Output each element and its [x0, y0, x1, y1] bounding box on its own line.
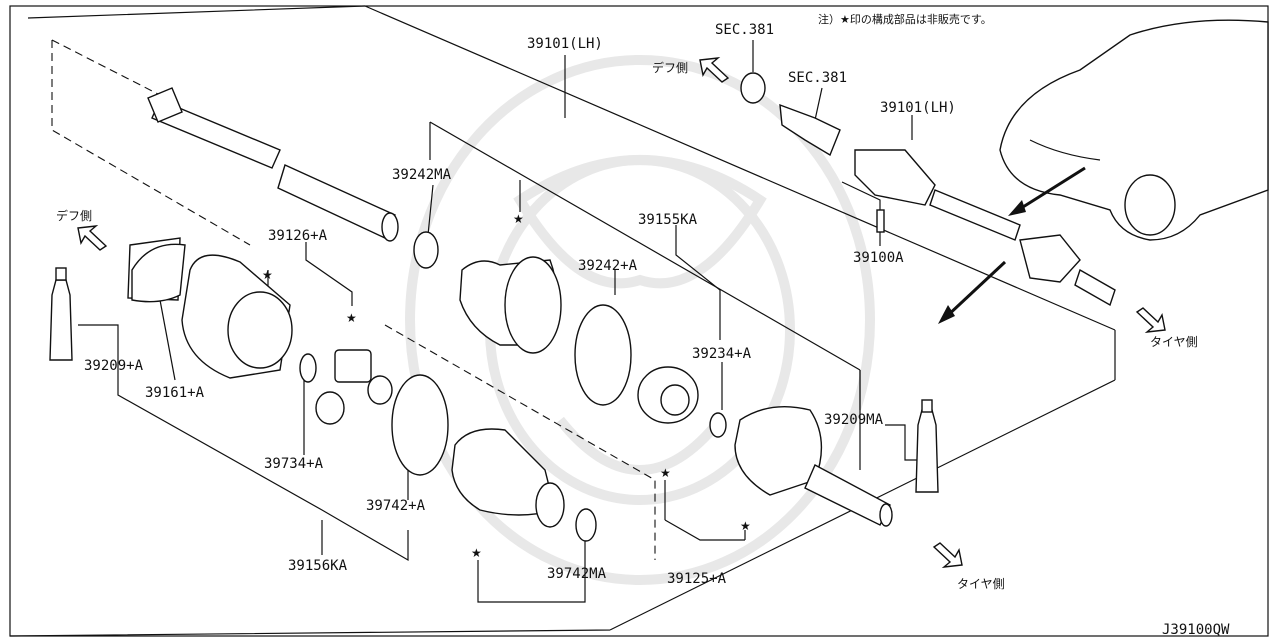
- grease-tube-39209a: [49, 267, 73, 361]
- arrow-tire-bottom: [932, 542, 963, 568]
- label-39734a: 39734+A: [264, 456, 324, 472]
- dashed-frame-mid: [384, 324, 656, 560]
- label-39156ka: 39156KA: [288, 558, 348, 574]
- diagram-frame: [9, 5, 1269, 637]
- circlip-39234a: [709, 412, 727, 438]
- leader-39742ma: [477, 530, 586, 603]
- label-tire-right: タイヤ側: [1150, 335, 1198, 349]
- band-39242a: [574, 304, 632, 406]
- inner-race: [637, 366, 699, 424]
- band-39742a: [391, 374, 449, 476]
- label-39242ma: 39242MA: [392, 167, 452, 183]
- label-39126a: 39126+A: [268, 228, 328, 244]
- grease-tube-39209ma: [915, 399, 939, 493]
- tripod-joint: [315, 349, 393, 425]
- label-39101-inset: 39101(LH): [880, 100, 956, 116]
- snap-ring-39734: [299, 353, 317, 383]
- dust-cover-plate: [131, 243, 186, 303]
- boot-outer: [451, 428, 565, 528]
- leader-39126a: [305, 242, 353, 306]
- label-39742a: 39742+A: [366, 498, 426, 514]
- dashed-frame-top: [51, 40, 251, 246]
- star-marker-39125: ★: [740, 519, 751, 533]
- band-39242ma: [413, 231, 439, 269]
- label-39161a: 39161+A: [145, 385, 205, 401]
- label-diff-left: デフ側: [56, 208, 92, 223]
- label-39209ma: 39209MA: [824, 412, 884, 428]
- star-marker-tripod: ★: [346, 311, 357, 325]
- leader-sec381-b: [814, 87, 823, 121]
- outer-joint: [734, 405, 893, 527]
- note-text: 注）★印の構成部品は非販売です。: [818, 12, 992, 26]
- leader-39242ma: [427, 184, 434, 236]
- dashed-frame-top2: [51, 39, 161, 96]
- car-illustration: [999, 19, 1269, 241]
- label-39100a: 39100A: [853, 250, 904, 266]
- inset-axle-assembly: [740, 72, 1116, 307]
- label-39101-main: 39101(LH): [527, 36, 603, 52]
- bracket-39125: [664, 519, 745, 541]
- star-marker-boot: ★: [513, 212, 524, 226]
- diagram-code: J39100QW: [1162, 622, 1230, 638]
- pointer-arrow-car-head: [1008, 200, 1026, 216]
- label-39155ka: 39155KA: [638, 212, 698, 228]
- leader-39161a: [159, 299, 176, 381]
- label-39742ma: 39742MA: [547, 566, 607, 582]
- label-39125a: 39125+A: [667, 571, 727, 587]
- label-diff-top: デフ側: [652, 60, 688, 75]
- band-39742ma: [575, 508, 597, 542]
- assembly-frame-39101: [9, 5, 1116, 637]
- label-39234a: 39234+A: [692, 346, 752, 362]
- star-marker-39126: ★: [262, 268, 273, 282]
- label-sec381-b: SEC.381: [788, 70, 847, 86]
- arrow-tire-right: [1135, 307, 1166, 333]
- label-39209a: 39209+A: [84, 358, 144, 374]
- pointer-arrow-main: [943, 260, 1007, 320]
- leader-39100a: [841, 181, 881, 246]
- pointer-arrow-car: [1014, 166, 1086, 214]
- boot-inner: [459, 256, 562, 354]
- pointer-arrow-main-head: [938, 305, 955, 324]
- bolt-39100a: [876, 209, 885, 233]
- leader-39155ka: [675, 225, 721, 340]
- drive-shaft-inner: [147, 87, 399, 242]
- label-sec381-a: SEC.381: [715, 22, 774, 38]
- star-marker-boot-outer: ★: [471, 546, 482, 560]
- label-39242a: 39242+A: [578, 258, 638, 274]
- leader-39209a-39156ka: [78, 324, 409, 562]
- arrow-diff-left: [77, 225, 108, 251]
- label-tire-bottom: タイヤ側: [957, 577, 1005, 591]
- star-marker-race: ★: [660, 466, 671, 480]
- arrow-diff-top: [699, 57, 730, 83]
